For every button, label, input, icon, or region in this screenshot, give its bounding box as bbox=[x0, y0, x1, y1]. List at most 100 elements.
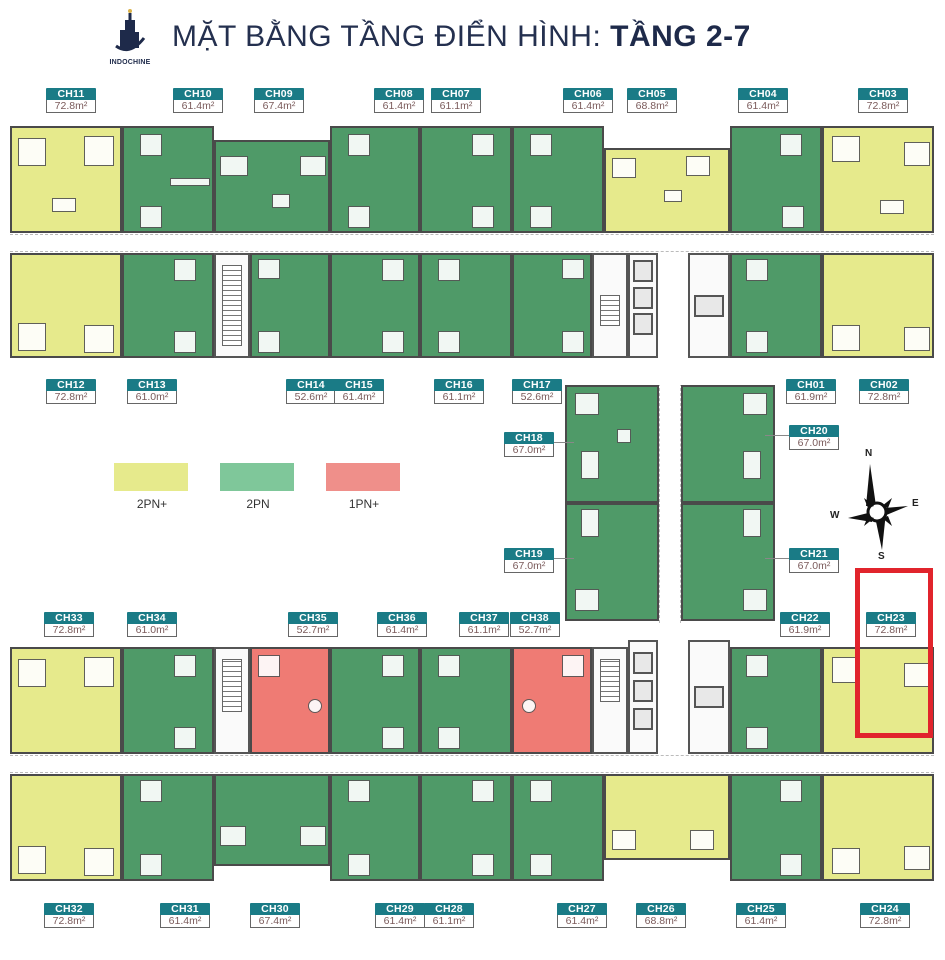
unit-ch04[interactable] bbox=[730, 126, 822, 233]
unit-ch24[interactable] bbox=[822, 774, 934, 881]
compass-star-icon bbox=[848, 464, 908, 550]
unit-ch16[interactable] bbox=[420, 253, 512, 358]
unit-ch22[interactable] bbox=[730, 647, 822, 754]
unit-ch20[interactable] bbox=[681, 385, 775, 503]
unit-ch36[interactable] bbox=[330, 647, 420, 754]
unit-ch27[interactable] bbox=[512, 774, 604, 881]
unit-ch33[interactable] bbox=[10, 647, 122, 754]
unit-ch28[interactable] bbox=[420, 774, 512, 881]
corridor-north bbox=[10, 234, 934, 252]
unit-ch35[interactable] bbox=[250, 647, 330, 754]
unit-ch32[interactable] bbox=[10, 774, 122, 881]
title-floor: TẦNG 2-7 bbox=[610, 20, 751, 53]
indochine-logo: INDOCHINE bbox=[102, 8, 158, 70]
lift-core-north-right bbox=[688, 253, 730, 358]
legend-swatch-red bbox=[326, 463, 400, 491]
legend-swatch-yellow bbox=[114, 463, 188, 491]
compass-east: E bbox=[912, 498, 919, 509]
legend-swatch-green bbox=[220, 463, 294, 491]
unit-ch08[interactable] bbox=[330, 126, 420, 233]
unit-ch12[interactable] bbox=[10, 253, 122, 358]
compass-west: W bbox=[830, 510, 840, 521]
tower-logo-icon bbox=[115, 9, 146, 52]
unit-ch01[interactable] bbox=[730, 253, 822, 358]
unit-ch18[interactable] bbox=[565, 385, 659, 503]
legend-2pn-plus: 2PN+ bbox=[114, 463, 190, 511]
unit-ch30[interactable] bbox=[214, 774, 330, 866]
unit-ch03[interactable] bbox=[822, 126, 934, 233]
legend-2pn: 2PN bbox=[220, 463, 296, 511]
page-header: INDOCHINE MẶT BẰNG TẦNG ĐIỂN HÌNH: TẦNG … bbox=[0, 0, 945, 78]
unit-ch11[interactable] bbox=[10, 126, 122, 233]
compass-south: S bbox=[878, 551, 885, 562]
stair-core-se bbox=[592, 647, 628, 754]
unit-ch02[interactable] bbox=[822, 253, 934, 358]
unit-ch05[interactable] bbox=[604, 148, 730, 233]
unit-ch15[interactable] bbox=[330, 253, 420, 358]
unit-ch13[interactable] bbox=[122, 253, 214, 358]
unit-ch14[interactable] bbox=[250, 253, 330, 358]
highlight-ch23 bbox=[855, 568, 933, 738]
unit-ch38[interactable] bbox=[512, 647, 592, 754]
stair-core-ne bbox=[592, 253, 628, 358]
stair-core-nw bbox=[214, 253, 250, 358]
page-title: MẶT BẰNG TẦNG ĐIỂN HÌNH: TẦNG 2-7 bbox=[172, 20, 751, 54]
unit-ch29[interactable] bbox=[330, 774, 420, 881]
unit-ch25[interactable] bbox=[730, 774, 822, 881]
unit-ch10[interactable] bbox=[122, 126, 214, 233]
unit-ch37[interactable] bbox=[420, 647, 512, 754]
title-main: MẶT BẰNG TẦNG ĐIỂN HÌNH: bbox=[172, 20, 611, 53]
compass-rose: N W E S bbox=[830, 448, 922, 563]
unit-ch26[interactable] bbox=[604, 774, 730, 860]
compass-north: N bbox=[865, 448, 873, 459]
lift-core-north-left bbox=[628, 253, 658, 358]
unit-ch06[interactable] bbox=[512, 126, 604, 233]
unit-ch21[interactable] bbox=[681, 503, 775, 621]
unit-ch34[interactable] bbox=[122, 647, 214, 754]
unit-ch17[interactable] bbox=[512, 253, 592, 358]
legend-1pn-plus: 1PN+ bbox=[326, 463, 402, 511]
unit-ch09[interactable] bbox=[214, 140, 330, 233]
unit-ch07[interactable] bbox=[420, 126, 512, 233]
lift-core-south-left bbox=[628, 640, 658, 754]
lift-core-south-right bbox=[688, 640, 730, 754]
unit-ch19[interactable] bbox=[565, 503, 659, 621]
unit-ch31[interactable] bbox=[122, 774, 214, 881]
